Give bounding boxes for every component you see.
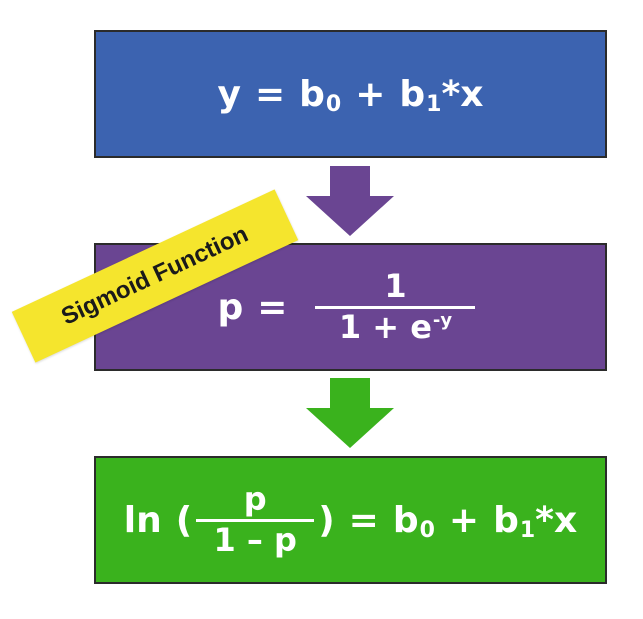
logit-equals: = [348,499,379,541]
down-arrow-icon [306,378,394,448]
linear-lhs: y [217,73,241,115]
logit-open-paren: ( [175,499,193,541]
logit-b1-base: b [493,499,519,541]
sigmoid-numerator: 1 [384,266,407,305]
logit-times-x: *x [535,499,578,541]
down-arrow-icon [306,166,394,236]
fraction-bar [315,305,476,309]
linear-times-x: *x [441,73,484,115]
sigmoid-box: p = 1 1 + e-y [94,243,607,371]
sigmoid-den-base: 1 + e [338,307,432,346]
logit-b0-base: b [392,499,419,541]
sigmoid-equals: = [257,286,288,328]
logit-fraction: p 1 – p [196,479,315,559]
logit-close-paren: ) [318,499,335,541]
logit-denominator: 1 – p [213,520,297,559]
linear-b0-base: b [299,73,325,115]
linear-plus: + [355,73,386,115]
sigmoid-fraction: 1 1 + e-y [315,266,476,345]
linear-b0-subscript: 0 [325,91,342,117]
sigmoid-exponent: -y [432,309,453,331]
linear-equals: = [254,73,286,115]
sigmoid-lhs: p [217,286,244,328]
logit-b0-subscript: 0 [419,517,435,543]
sigmoid-denominator: 1 + e-y [335,309,456,345]
linear-b1-subscript: 1 [426,91,442,117]
logit-numerator: p [243,479,267,518]
logit-plus: + [448,499,480,541]
logit-b1-subscript: 1 [519,517,536,543]
linear-b1-base: b [399,73,426,115]
sigmoid-equation: p = 1 1 + e-y [217,266,484,345]
logit-ln: ln [123,499,162,541]
fraction-bar [196,518,315,522]
